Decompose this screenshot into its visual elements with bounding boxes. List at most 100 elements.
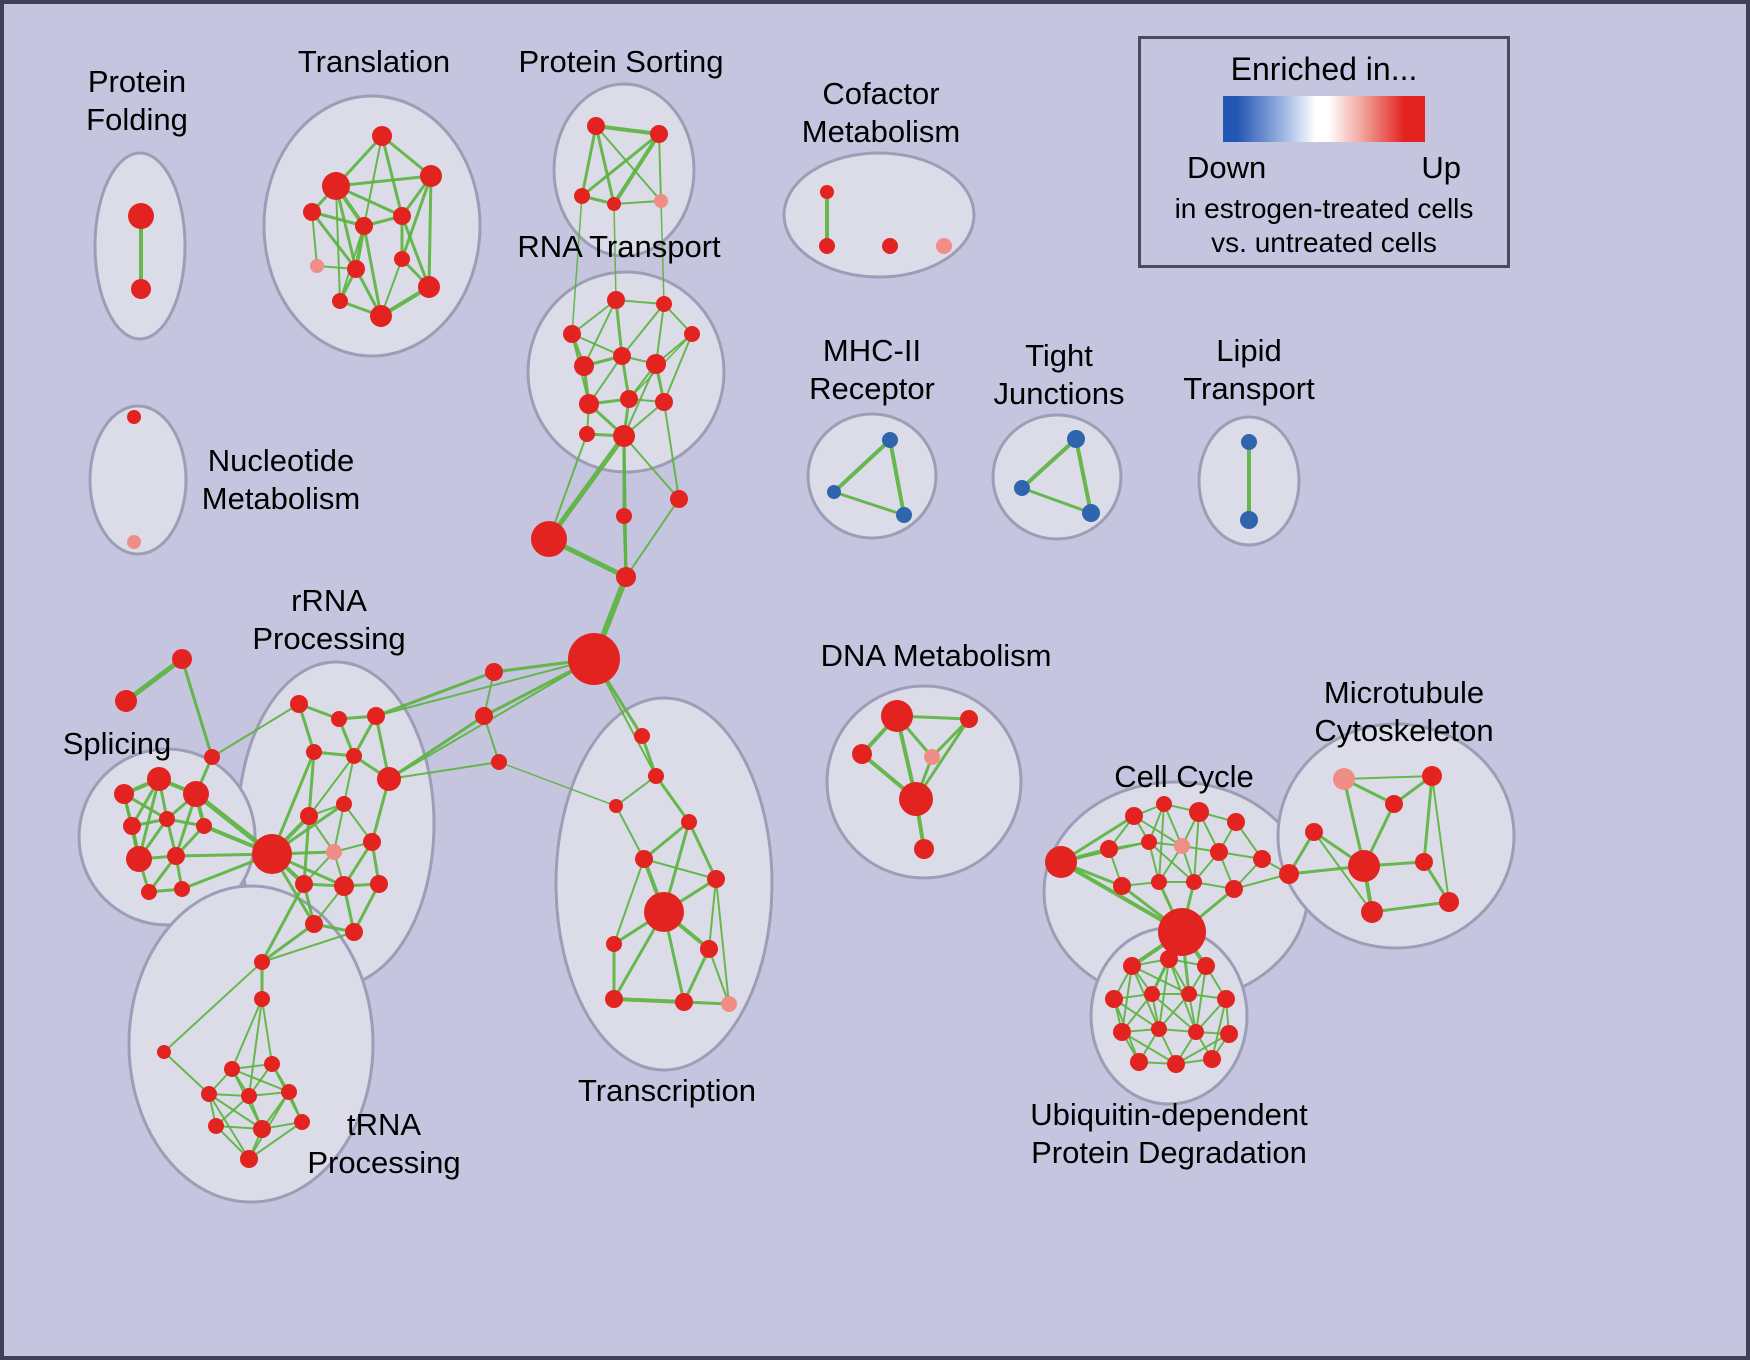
network-edge: [625, 498, 680, 578]
network-edge: [363, 135, 383, 227]
network-node: [1225, 880, 1243, 898]
network-node: [607, 197, 621, 211]
network-node: [290, 695, 308, 713]
network-node: [1203, 1050, 1221, 1068]
network-node: [1144, 986, 1160, 1002]
network-node: [1189, 802, 1209, 822]
network-node: [620, 390, 638, 408]
network-node: [882, 432, 898, 448]
network-edge: [498, 761, 617, 807]
network-node: [936, 238, 952, 254]
network-node: [852, 744, 872, 764]
network-node: [208, 1118, 224, 1134]
network-edge: [374, 670, 496, 718]
network-node: [254, 991, 270, 1007]
network-edge: [334, 174, 433, 188]
network-node: [305, 915, 323, 933]
cluster-label-nucleotide-metabolism: Nucleotide: [208, 443, 354, 478]
network-edge: [614, 298, 624, 358]
network-edge: [623, 435, 680, 500]
legend-up-label: Up: [1421, 150, 1461, 185]
network-node: [531, 521, 567, 557]
network-node: [123, 817, 141, 835]
cluster-label-tight-junctions: Tight: [1025, 338, 1093, 373]
network-node: [646, 354, 666, 374]
network-edge: [708, 948, 730, 1005]
network-edge: [1121, 1031, 1177, 1065]
network-edge: [310, 210, 358, 271]
network-node: [1181, 986, 1197, 1002]
network-node: [563, 325, 581, 343]
network-node: [606, 936, 622, 952]
network-edge: [642, 820, 691, 861]
network-node: [372, 126, 392, 146]
cluster-label-lipid-transport: Transport: [1183, 371, 1315, 406]
network-node: [1158, 908, 1206, 956]
network-edge: [583, 299, 617, 367]
network-node: [1100, 840, 1118, 858]
network-node: [1151, 1021, 1167, 1037]
network-node: [1045, 846, 1077, 878]
network-edge: [1343, 775, 1433, 780]
network-node: [306, 744, 322, 760]
cluster-label-trna-processing: tRNA: [347, 1107, 421, 1142]
network-node: [264, 1056, 280, 1072]
network-node: [367, 707, 385, 725]
cluster-label-dna-metabolism: DNA Metabolism: [821, 638, 1052, 673]
network-node: [157, 1045, 171, 1059]
network-edge: [613, 200, 662, 205]
network-node: [681, 814, 697, 830]
cluster-label-rrna-processing: Processing: [252, 621, 405, 656]
network-edge: [248, 1121, 303, 1160]
cluster-label-lipid-transport: Lipid: [1216, 333, 1282, 368]
network-node: [1113, 1023, 1131, 1041]
network-node: [127, 535, 141, 549]
network-node: [127, 410, 141, 424]
cluster-label-microtubule-cytoskeleton: Cytoskeleton: [1314, 713, 1493, 748]
network-edge: [427, 174, 433, 289]
network-node: [1123, 957, 1141, 975]
cluster-label-rrna-processing: rRNA: [291, 583, 367, 618]
network-node: [377, 767, 401, 791]
network-edge: [571, 299, 617, 335]
cluster-label-cofactor-metabolism: Metabolism: [802, 114, 961, 149]
network-node: [820, 185, 834, 199]
network-node: [721, 996, 737, 1012]
network-node: [303, 203, 321, 221]
network-edge: [612, 132, 661, 206]
cluster-label-protein-sorting: Protein Sorting: [518, 44, 723, 79]
network-node: [1305, 823, 1323, 841]
network-node: [644, 892, 684, 932]
network-node: [648, 768, 664, 784]
network-node: [172, 649, 192, 669]
legend-description-line1: in estrogen-treated cells: [1174, 193, 1474, 224]
network-node: [609, 799, 623, 813]
network-node: [331, 711, 347, 727]
network-edge: [643, 858, 717, 880]
network-edge: [231, 998, 263, 1070]
network-edge: [571, 195, 583, 335]
network-edge: [260, 922, 316, 964]
network-node: [1113, 877, 1131, 895]
network-edge: [548, 433, 588, 540]
network-node: [613, 425, 635, 447]
network-node: [605, 990, 623, 1008]
network-node: [1160, 950, 1178, 968]
network-edge: [400, 174, 433, 261]
network-node: [1197, 957, 1215, 975]
network-node: [346, 748, 362, 764]
network-node: [1125, 807, 1143, 825]
network-edge: [612, 997, 686, 1004]
network-node: [1141, 834, 1157, 850]
network-edge: [832, 490, 906, 517]
legend-description-line2: vs. untreated cells: [1211, 227, 1437, 258]
cluster-label-mhc-ii-receptor: Receptor: [809, 371, 935, 406]
network-node: [363, 833, 381, 851]
network-node: [655, 393, 673, 411]
network-node: [332, 293, 348, 309]
network-node: [1422, 766, 1442, 786]
network-node: [1241, 434, 1257, 450]
network-edge: [261, 998, 273, 1065]
cluster-label-splicing: Splicing: [63, 726, 172, 761]
cluster-label-ubiquitin-degradation: Ubiquitin-dependent: [1030, 1097, 1308, 1132]
